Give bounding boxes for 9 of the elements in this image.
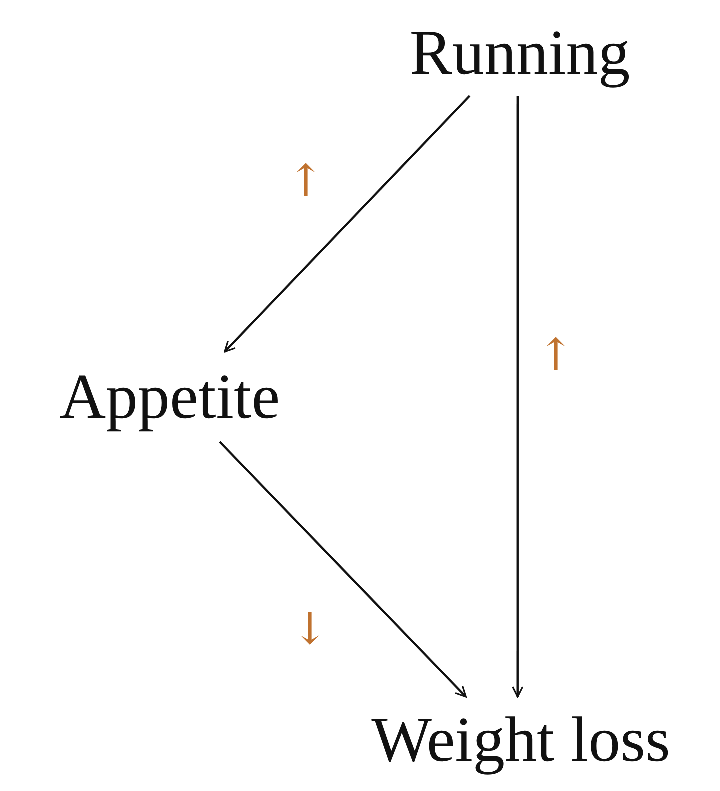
arrow <box>512 96 524 698</box>
edge-label: ↓ <box>292 608 328 652</box>
edge-label: ↑ <box>288 160 324 204</box>
node-label: Running <box>370 10 670 96</box>
node-label: Appetite <box>15 352 325 442</box>
node-label: Weight loss <box>325 697 717 783</box>
arrow <box>224 95 471 353</box>
arrow <box>219 441 467 698</box>
edge-label: ↑ <box>538 334 574 378</box>
